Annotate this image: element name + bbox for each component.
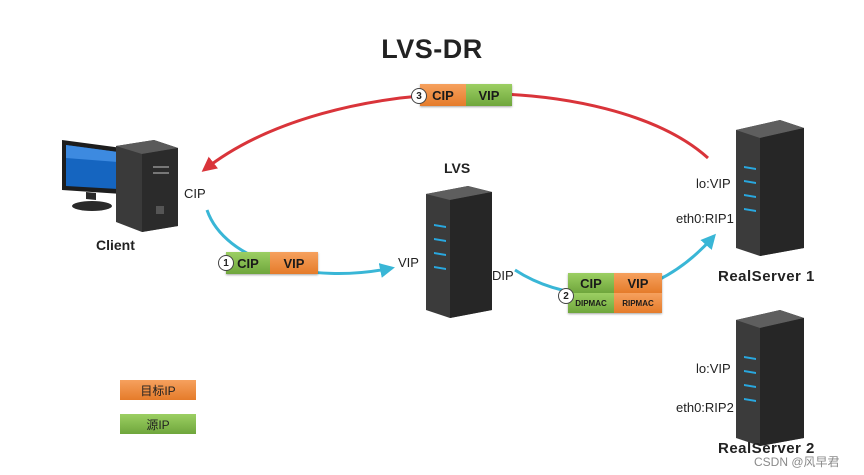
packet-2-src: CIP bbox=[568, 273, 614, 293]
packet-1: CIP VIP bbox=[226, 252, 318, 274]
lvs-server-icon bbox=[426, 186, 492, 318]
legend-dest-ip: 目标IP bbox=[120, 380, 196, 400]
packet-2-src-mac: DIPMAC bbox=[568, 293, 614, 313]
packet-2: CIP VIP DIPMAC RIPMAC bbox=[568, 273, 662, 313]
realserver2-name: RealServer 2 bbox=[718, 440, 815, 457]
legend-src-ip: 源IP bbox=[120, 414, 196, 434]
realserver1-eth0-label: eth0:RIP1 bbox=[676, 211, 734, 226]
diagram-title: LVS-DR bbox=[381, 34, 483, 64]
watermark: CSDN @风早君 bbox=[754, 455, 840, 469]
step-1-badge: 1 bbox=[218, 255, 234, 271]
client-computer-icon bbox=[62, 140, 178, 232]
packet-3-src: CIP bbox=[420, 84, 466, 106]
packet-2-dst-mac: RIPMAC bbox=[614, 293, 662, 313]
realserver1-name: RealServer 1 bbox=[718, 268, 815, 285]
realserver2-lo-label: lo:VIP bbox=[696, 361, 731, 376]
packet-1-dst: VIP bbox=[270, 252, 318, 274]
lvs-dip-label: DIP bbox=[492, 268, 514, 283]
step-2-badge: 2 bbox=[558, 288, 574, 304]
lvs-name: LVS bbox=[444, 160, 471, 176]
step-3-badge: 3 bbox=[411, 88, 427, 104]
packet-3-dst: VIP bbox=[466, 84, 512, 106]
client-name: Client bbox=[96, 237, 135, 253]
packet-1-src: CIP bbox=[226, 252, 270, 274]
lvs-vip-label: VIP bbox=[398, 255, 419, 270]
packet-3: CIP VIP bbox=[420, 84, 512, 106]
client-ip-label: CIP bbox=[184, 186, 206, 201]
realserver1-lo-label: lo:VIP bbox=[696, 176, 731, 191]
realserver1-icon bbox=[736, 120, 804, 256]
realserver2-eth0-label: eth0:RIP2 bbox=[676, 400, 734, 415]
packet-2-dst: VIP bbox=[614, 273, 662, 293]
realserver2-icon bbox=[736, 310, 804, 446]
